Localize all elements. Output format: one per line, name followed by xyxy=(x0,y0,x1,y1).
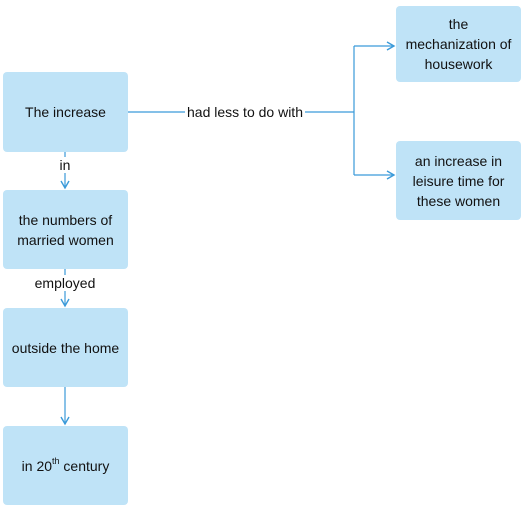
edge-label-employed: employed xyxy=(32,275,98,291)
node-the-increase: The increase xyxy=(3,72,128,152)
node-mechanization-label: the mechanization of housework xyxy=(405,16,512,72)
node-the-increase-label: The increase xyxy=(25,104,106,120)
node-century-label: in 20th century xyxy=(22,456,110,476)
node-increase-in-leisure-time: an increase in leisure time for these wo… xyxy=(396,141,521,220)
century-superscript: th xyxy=(52,455,60,466)
node-leisure-label: an increase in leisure time for these wo… xyxy=(412,152,505,209)
node-numbers-of-married-women: the numbers of married women xyxy=(3,190,128,269)
century-prefix: in 20 xyxy=(21,457,53,474)
node-mechanization-of-housework: the mechanization of housework xyxy=(396,6,521,82)
node-numbers-label: the numbers of married women xyxy=(17,211,114,248)
edge-label-had-less-to-do-with: had less to do with xyxy=(185,104,305,120)
edge-label-in: in xyxy=(57,157,73,173)
century-suffix: century xyxy=(59,457,110,474)
node-outside-label: outside the home xyxy=(11,339,120,356)
node-20th-century: in 20th century xyxy=(3,426,128,505)
node-outside-the-home: outside the home xyxy=(3,308,128,387)
